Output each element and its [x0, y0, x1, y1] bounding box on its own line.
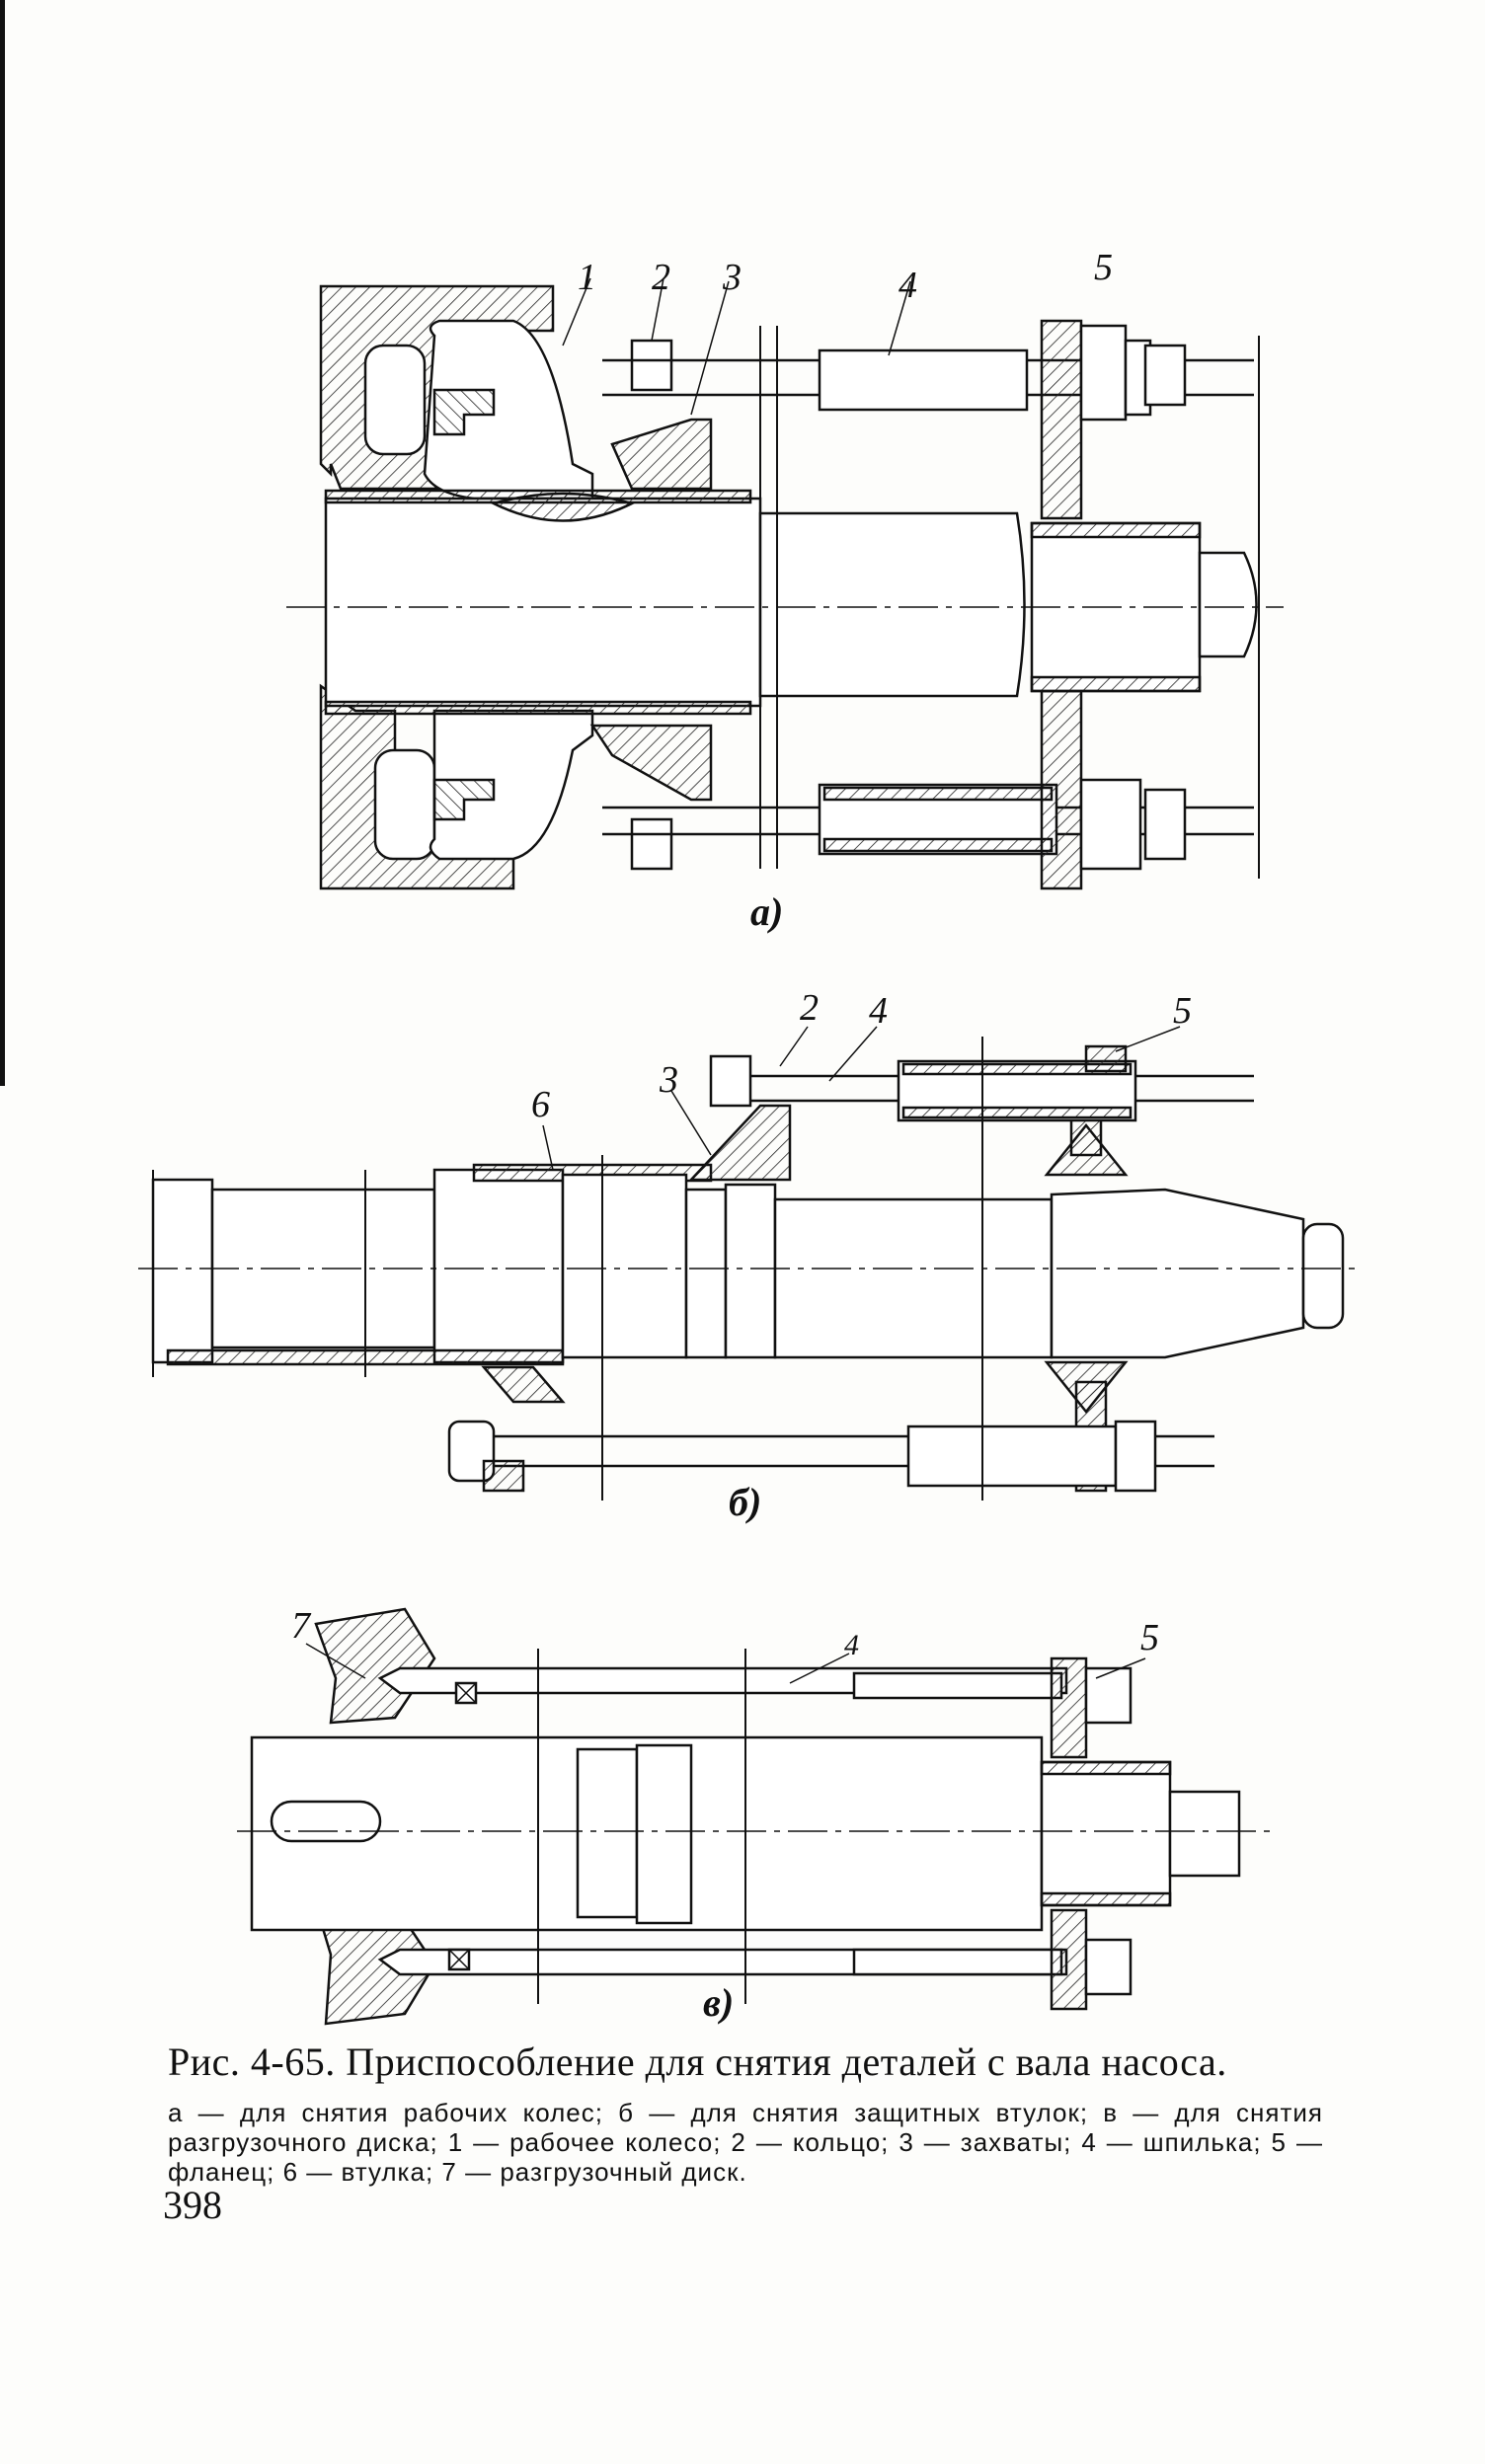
figure-caption-title: Рис. 4-65. Приспособление для снятия дет… [168, 2040, 1227, 2084]
panel-c-drawing [237, 1607, 1274, 2026]
callout-b-5: 5 [1173, 990, 1192, 1032]
figure-caption-legend: а — для снятия рабочих колес; б — для сн… [168, 2098, 1323, 2187]
callout-a-4: 4 [899, 265, 917, 306]
callout-b-6: 6 [531, 1084, 550, 1125]
page-number: 398 [163, 2183, 222, 2227]
callout-b-3: 3 [660, 1059, 678, 1101]
callout-a-3: 3 [723, 257, 742, 298]
panel-b-drawing [138, 1026, 1363, 1501]
panel-c-label: в) [703, 1980, 735, 2025]
callout-a-5: 5 [1094, 247, 1113, 288]
panel-a-drawing [286, 277, 1284, 890]
scan-edge-shadow [0, 0, 5, 1086]
panel-b-label: б) [729, 1480, 762, 1524]
callout-a-2: 2 [652, 257, 670, 298]
callout-b-2: 2 [800, 987, 819, 1029]
callout-c-4: 4 [844, 1629, 859, 1661]
panel-a-label: а) [750, 889, 784, 934]
callout-c-7: 7 [291, 1605, 310, 1647]
callout-b-4: 4 [869, 990, 888, 1032]
callout-a-1: 1 [578, 257, 596, 298]
callout-c-5: 5 [1140, 1617, 1159, 1658]
